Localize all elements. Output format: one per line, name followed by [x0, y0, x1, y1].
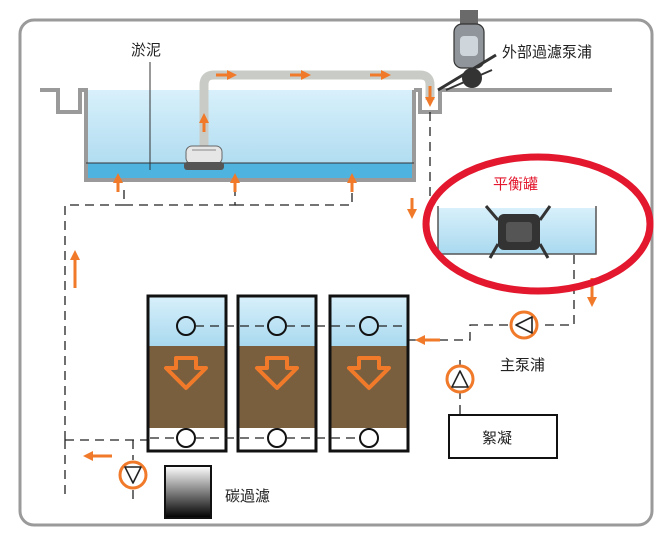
sludge-label: 淤泥 [131, 41, 161, 59]
pool-robot-icon [184, 145, 224, 170]
pool [40, 88, 442, 182]
robot-hose [199, 70, 435, 148]
carbon-filter-block [164, 465, 212, 519]
flocculation-box [448, 414, 558, 459]
balance-tank-pump-icon [484, 205, 552, 259]
filter-column-3 [328, 294, 410, 453]
balance-tank-highlight [422, 153, 654, 295]
external-filter-pump-label: 外部過濾泵浦 [502, 43, 592, 61]
filter-columns [146, 294, 410, 453]
outer-frame [18, 18, 654, 527]
filter-column-1 [146, 294, 228, 453]
balance-tank-label: 平衡罐 [493, 175, 538, 193]
carbon-pump-icon [118, 460, 148, 490]
canister-pump-icon [437, 10, 497, 92]
balance-tank [437, 205, 597, 259]
flocculation-label: 絮凝 [482, 429, 512, 447]
filter-column-2 [236, 294, 318, 453]
main-pump-icon [509, 310, 539, 340]
flocculation-pump-icon [445, 364, 475, 394]
carbon-filter-label: 碳過濾 [225, 487, 270, 505]
main-pump-label: 主泵浦 [500, 356, 545, 374]
